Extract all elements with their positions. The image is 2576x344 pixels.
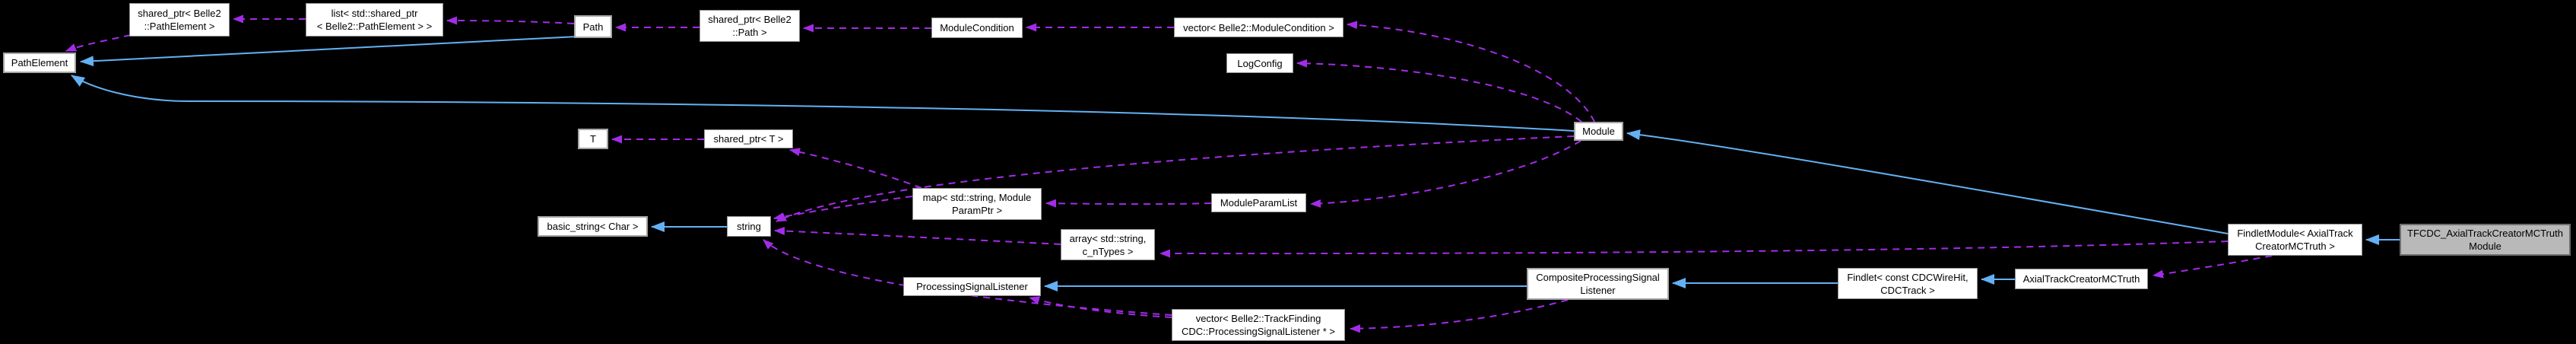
edge-findletmodule-to-atcmc [2152,255,2273,279]
node-label: shared_ptr< Belle2 ::PathElement > [138,8,221,32]
node-findlet[interactable]: Findlet< const CDCWireHit, CDCTrack > [1838,268,1978,299]
node-vector-modulecondition[interactable]: vector< Belle2::ModuleCondition > [1174,18,1344,37]
node-atcmc[interactable]: AxialTrackCreatorMCTruth [2015,269,2148,289]
edge-cpsl-to-vector-psl [1350,299,1569,333]
node-label: vector< Belle2::ModuleCondition > [1183,21,1334,33]
node-label: shared_ptr< T > [713,133,784,145]
node-label: vector< Belle2::TrackFinding CDC::Proces… [1182,313,1335,337]
edge-map-moduleparamptr-to-sp-t [789,148,922,189]
node-logconfig[interactable]: LogConfig [1226,53,1293,73]
node-label: CompositeProcessingSignal Listener [1536,272,1660,296]
node-label: LogConfig [1237,57,1283,69]
node-label: list< std::shared_ptr < Belle2::PathElem… [316,8,433,32]
node-label: shared_ptr< Belle2 ::Path > [708,14,792,38]
node-pathelement[interactable]: PathElement [3,53,76,73]
node-label: Findlet< const CDCWireHit, CDCTrack > [1847,271,1968,296]
node-label: array< std::string, c_nTypes > [1069,232,1147,257]
node-sp-path[interactable]: shared_ptr< Belle2 ::Path > [700,10,800,42]
node-label: TFCDC_AxialTrackCreatorMCTruth Module [2407,228,2563,252]
node-label: map< std::string, Module ParamPtr > [922,192,1032,216]
node-list-sp-pathelement[interactable]: list< std::shared_ptr < Belle2::PathElem… [306,3,443,37]
node-label: ProcessingSignalListener [916,281,1028,292]
node-label: basic_string< Char > [547,221,639,232]
node-findletmodule[interactable]: FindletModule< AxialTrack CreatorMCTruth… [2228,224,2362,256]
node-string[interactable]: string [727,216,771,237]
node-label: T [590,133,596,145]
edge-module-to-vector-modulecondition [1347,21,1595,123]
edge-map-moduleparamptr-to-string [773,196,913,221]
node-sp-pathelement[interactable]: shared_ptr< Belle2 ::PathElement > [129,3,230,37]
node-module[interactable]: Module [1574,122,1623,141]
node-label: ModuleParamList [1220,197,1298,209]
node-label: ModuleCondition [940,22,1014,33]
edge-path-to-pathelement [80,36,579,67]
node-path[interactable]: Path [574,15,612,38]
node-cpsl[interactable]: CompositeProcessingSignal Listener [1527,268,1669,300]
node-label: FindletModule< AxialTrack CreatorMCTruth… [2237,228,2353,252]
node-tfcdc-module: TFCDC_AxialTrackCreatorMCTruth Module [2400,224,2571,256]
edge-path-to-list-sp-pathelement [446,16,575,25]
edge-findletmodule-to-module [1626,129,2229,234]
edge-module-to-string [776,135,1575,222]
edge-vector-psl-to-psl [1029,296,1172,318]
node-label: Module [1582,126,1615,137]
node-vector-psl[interactable]: vector< Belle2::TrackFinding CDC::Proces… [1172,309,1345,341]
node-sp-t[interactable]: shared_ptr< T > [704,129,793,148]
edge-sp-pathelement-to-pathelement [65,34,132,52]
node-label: Path [582,21,604,33]
node-modulecondition[interactable]: ModuleCondition [931,18,1023,38]
node-label: PathElement [11,57,68,68]
node-label: AxialTrackCreatorMCTruth [2022,273,2140,285]
edge-module-to-moduleparamlist [1310,140,1581,208]
node-basic-string[interactable]: basic_string< Char > [538,216,648,237]
edge-module-to-pathelement [71,75,1575,132]
node-psl[interactable]: ProcessingSignalListener [903,277,1041,296]
node-array-cntypes[interactable]: array< std::string, c_nTypes > [1061,229,1155,260]
edge-module-to-logconfig [1296,59,1582,123]
edge-findletmodule-to-array-cntypes [1160,240,2229,258]
edge-moduleparamlist-to-map-moduleparamptr [1045,199,1212,208]
node-map-moduleparamptr[interactable]: map< std::string, Module ParamPtr > [912,188,1042,220]
node-t[interactable]: T [578,129,608,149]
node-label: string [737,221,761,232]
node-moduleparamlist[interactable]: ModuleParamList [1211,193,1306,212]
edge-array-cntypes-to-string [774,227,1061,245]
